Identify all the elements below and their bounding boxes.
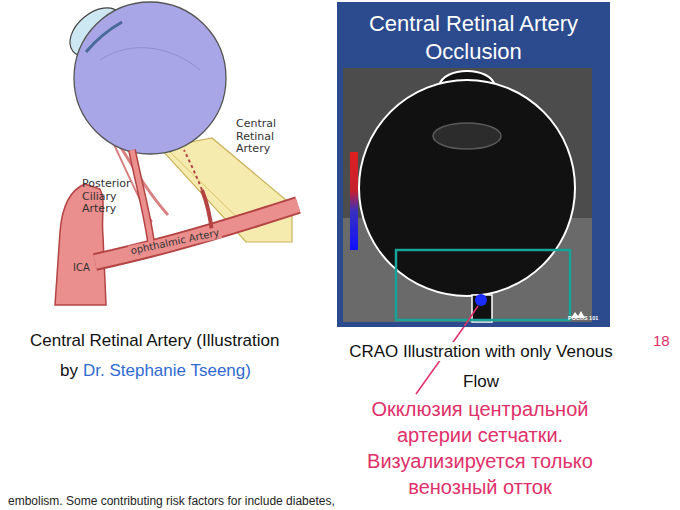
figure-caption: by xyxy=(60,361,78,381)
lens-echo xyxy=(433,123,501,149)
posterior-ciliary-artery-outline xyxy=(132,150,152,250)
body-text: embolism. Some contributing risk factors… xyxy=(8,494,335,508)
part-label: Posterior Ciliary Artery xyxy=(82,178,136,216)
posterior-ciliary-artery xyxy=(132,150,152,250)
panel-title: Central Retinal Artery Occlusion xyxy=(337,2,610,66)
part-label: Central Retinal Artery xyxy=(236,118,292,156)
central-retinal-artery xyxy=(202,190,212,232)
caption-link: Dr. Stephanie Tseeng) xyxy=(83,361,251,381)
part-label: ICA xyxy=(71,262,92,274)
eye-anatomy-illustration xyxy=(55,0,298,305)
globe-echo xyxy=(359,80,575,296)
iris xyxy=(86,22,122,52)
venous-flow-dot xyxy=(475,294,487,306)
optic-nerve-echo xyxy=(472,295,492,322)
logo-text: POCUS 101 xyxy=(568,315,598,322)
eye-globe xyxy=(74,2,226,154)
color-scale-bar xyxy=(350,152,358,250)
callout-leader-line xyxy=(465,306,479,326)
title-panel: Central Retinal Artery Occlusion xyxy=(337,2,610,327)
ophthalmic-artery xyxy=(95,205,298,262)
callout-note: Окклюзия центральной артерии сетчатки. В… xyxy=(332,396,628,500)
page-number: 18 xyxy=(653,332,670,350)
ultrasound-illustration xyxy=(343,68,592,322)
globe-shading xyxy=(100,48,200,70)
ophthalmic-artery-outline xyxy=(95,205,298,262)
figure-caption: CRAO Illustration with only Venous Flow xyxy=(349,342,613,391)
ultrasound-ground xyxy=(343,68,592,322)
doppler-box xyxy=(396,250,570,320)
caption-holder: CRAO Illustration with only Venous Flow xyxy=(331,337,631,397)
central-retinal-artery-dotted xyxy=(184,150,202,190)
figure-caption: Central Retinal Artery (Illustration xyxy=(30,331,279,351)
